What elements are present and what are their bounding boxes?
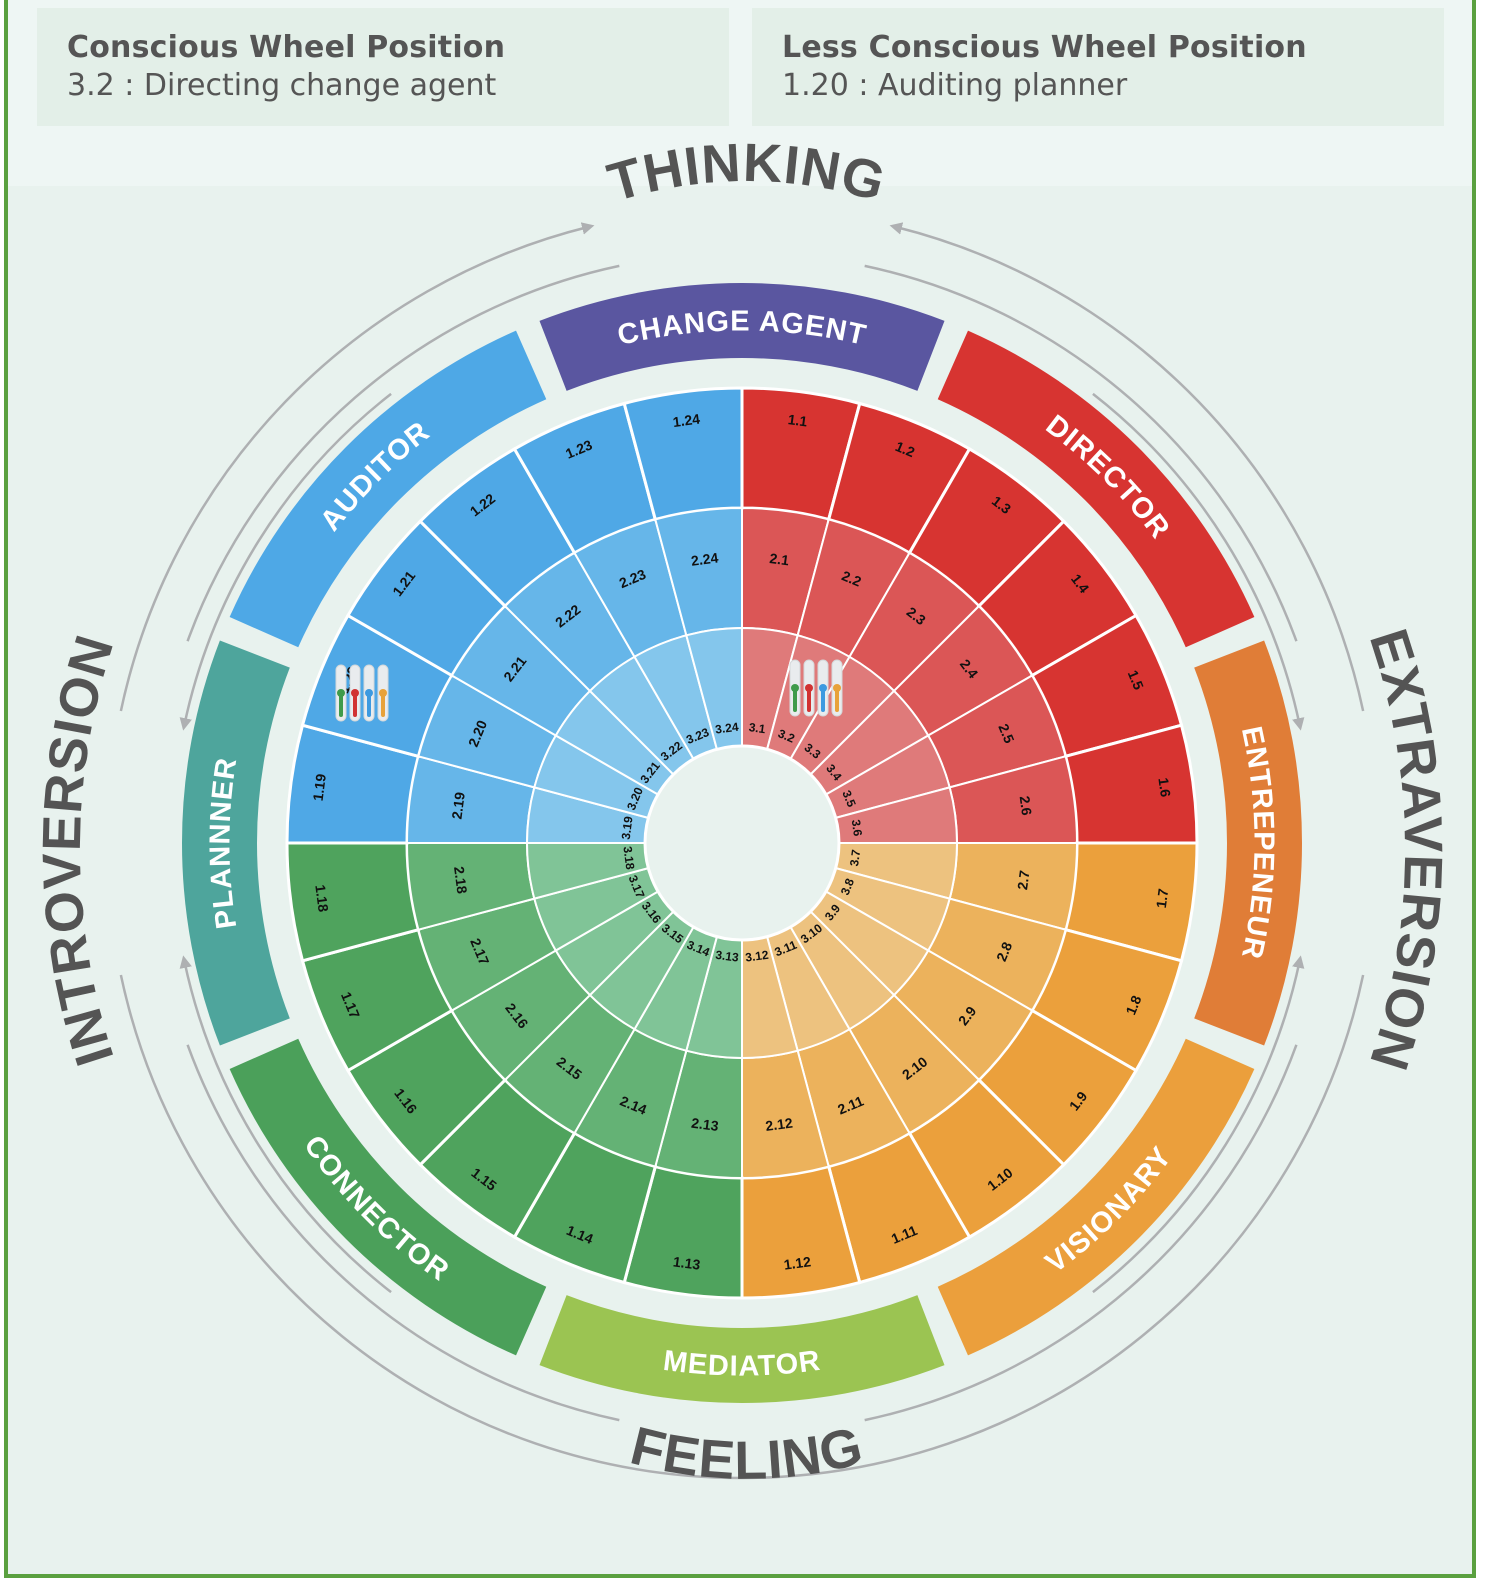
center-hole [643, 744, 841, 942]
segment-number: 3.12 [744, 948, 769, 965]
segment-number: 2.19 [448, 791, 467, 820]
segment-number: 3.13 [715, 948, 740, 965]
segment-number: 1.1 [787, 411, 809, 429]
band-auditor [229, 330, 547, 648]
band-entrepeneur [1194, 640, 1303, 1046]
arrow-arc-to-introversion-bottom [179, 955, 392, 1294]
segment-number: 1.7 [1153, 887, 1171, 909]
segment-number: 2.8 [993, 939, 1015, 963]
segment-number: 1.8 [1122, 993, 1144, 1017]
guide-arc [186, 1044, 620, 1422]
guide-arc [864, 1044, 1298, 1422]
segment-number: 2.6 [1017, 795, 1035, 817]
segment-number: 1.5 [1125, 668, 1147, 692]
less-conscious-position-title: Less Conscious Wheel Position [782, 30, 1307, 65]
segment-number: 3.18 [620, 845, 637, 870]
band-mediator [539, 1295, 945, 1404]
segment-number: 3.24 [714, 720, 739, 737]
less-conscious-position-card: Less Conscious Wheel Position 1.20 : Aud… [752, 8, 1444, 126]
arrow-arc-to-thinking-left [119, 222, 595, 712]
guide-arcs [119, 222, 1365, 1480]
segment-number: 3.6 [849, 819, 865, 838]
segment-number: 2.24 [690, 549, 719, 568]
segment-number: 3.2 [776, 726, 797, 745]
band-connector [229, 1038, 547, 1356]
band-label: PLANNNER [204, 755, 243, 931]
segment-number: 2.1 [769, 550, 791, 568]
segment-number: 2.18 [451, 865, 470, 894]
segment-number: 2.7 [1014, 869, 1032, 891]
segment-number: 3.1 [748, 720, 767, 736]
guide-arc [186, 264, 620, 642]
arrow-arc-to-extraversion-bottom [1092, 955, 1305, 1294]
segment-number: 1.13 [672, 1253, 701, 1272]
arrow-arc-bottom [119, 974, 1365, 1480]
guide-arc [864, 264, 1298, 642]
arrow-arc-to-introversion-top [179, 392, 392, 731]
conscious-position-title: Conscious Wheel Position [67, 30, 506, 65]
less-conscious-position-slider-icon [335, 664, 389, 722]
segment-number: 3.19 [619, 815, 636, 840]
axis-label-extraversion: EXTRAVERSION [1358, 622, 1453, 1077]
arrow-arc-to-extraversion-top [1092, 392, 1305, 731]
segment-rings: 1.12.13.11.22.23.21.32.33.31.42.43.41.52… [285, 386, 1199, 1300]
band-label: MEDIATOR [661, 1345, 822, 1383]
conscious-position-slider-icon [789, 659, 843, 717]
segment-number: 1.24 [672, 411, 701, 430]
band-visionary [937, 1038, 1255, 1356]
band-plannner [181, 640, 290, 1046]
segment-number: 1.6 [1155, 777, 1173, 799]
less-conscious-position-value: 1.20 : Auditing planner [782, 68, 1128, 103]
segment-number: 1.2 [893, 438, 917, 460]
segment-number: 2.13 [690, 1115, 719, 1134]
position-markers [335, 659, 843, 722]
axis-label-feeling: FEELING [625, 1416, 869, 1491]
conscious-position-card: Conscious Wheel Position 3.2 : Directing… [37, 8, 729, 126]
axis-label-thinking: THINKING [602, 133, 893, 214]
segment-number: 3.8 [838, 876, 857, 897]
conscious-position-value: 3.2 : Directing change agent [67, 68, 497, 103]
segment-number: 1.19 [310, 773, 329, 802]
segment-number: 3.7 [847, 848, 863, 867]
arrow-arc-to-thinking-right [889, 222, 1365, 712]
segment-number: 2.2 [840, 567, 864, 589]
segment-number: 3.5 [839, 788, 858, 809]
segment-number: 1.18 [312, 884, 331, 913]
axis-label-introversion: INTROVERSION [32, 628, 126, 1073]
band-director [937, 330, 1255, 648]
segment-number: 1.12 [783, 1253, 812, 1272]
segment-number: 2.5 [995, 721, 1017, 745]
band-change-agent [539, 283, 945, 391]
segment-number: 2.12 [764, 1115, 793, 1134]
